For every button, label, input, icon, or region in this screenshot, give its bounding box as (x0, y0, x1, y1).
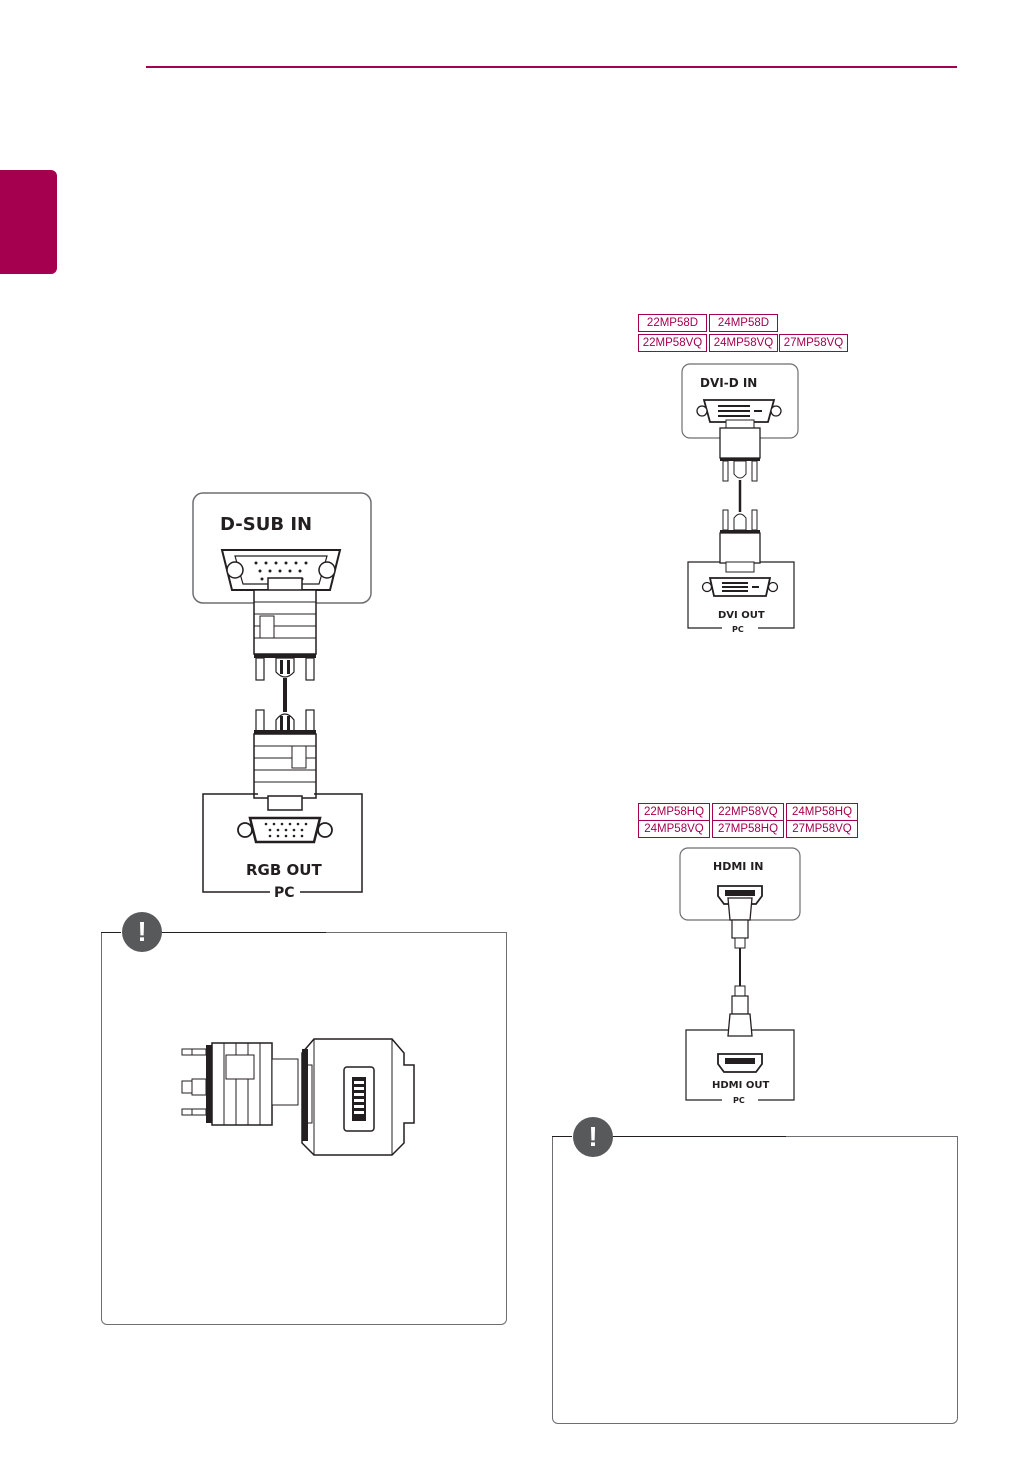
hdmi-model-tag: 27MP58HQ (712, 820, 784, 838)
dvi-pc-port-label: DVI OUT (718, 610, 765, 621)
hdmi-model-tag: 24MP58VQ (638, 820, 710, 838)
dvi-pc-label: PC (732, 625, 744, 634)
hdmi-pc-port-label: HDMI OUT (712, 1080, 769, 1091)
note-box-right-topline (552, 1136, 572, 1137)
hdmi-monitor-port-label: HDMI IN (713, 860, 764, 873)
hdmi-model-tag: 22MP58HQ (638, 803, 710, 821)
dsub-pc-label: PC (274, 885, 295, 901)
note-box-left-topline-right (326, 932, 506, 933)
dsub-monitor-port-label: D-SUB IN (220, 514, 312, 535)
gender-adapter-icon (181, 1038, 415, 1156)
dvi-monitor-port-label: DVI-D IN (700, 376, 757, 390)
note-box-right (552, 1136, 958, 1424)
note-box-right-topline-right (786, 1136, 957, 1137)
dvi-cable-diagram: DVI-D IN PC DVI OUT (681, 363, 799, 634)
header-rule (146, 66, 957, 68)
language-tab (0, 170, 57, 274)
note-icon: ! (573, 1117, 613, 1157)
note-icon: ! (122, 912, 162, 952)
dsub-pc-port-label: RGB OUT (246, 861, 322, 879)
dvi-model-tag: 24MP58D (709, 314, 778, 332)
hdmi-cable-diagram: HDMI IN PC HDMI OUT (679, 847, 801, 1105)
note-box-left-divider (160, 932, 326, 933)
hdmi-model-tag: 24MP58HQ (786, 803, 858, 821)
dvi-model-tag: 24MP58VQ (709, 334, 778, 352)
note-box-right-divider (611, 1136, 786, 1137)
dsub-cable-diagram: D-SUB IN PC RGB OUT (192, 492, 372, 901)
note-box-left-topline (101, 932, 121, 933)
dvi-model-tag: 22MP58VQ (638, 334, 707, 352)
hdmi-model-tag: 27MP58VQ (786, 820, 858, 838)
hdmi-model-tag: 22MP58VQ (712, 803, 784, 821)
hdmi-pc-label: PC (733, 1096, 745, 1105)
dvi-model-tag: 27MP58VQ (779, 334, 848, 352)
dvi-model-tag: 22MP58D (638, 314, 707, 332)
